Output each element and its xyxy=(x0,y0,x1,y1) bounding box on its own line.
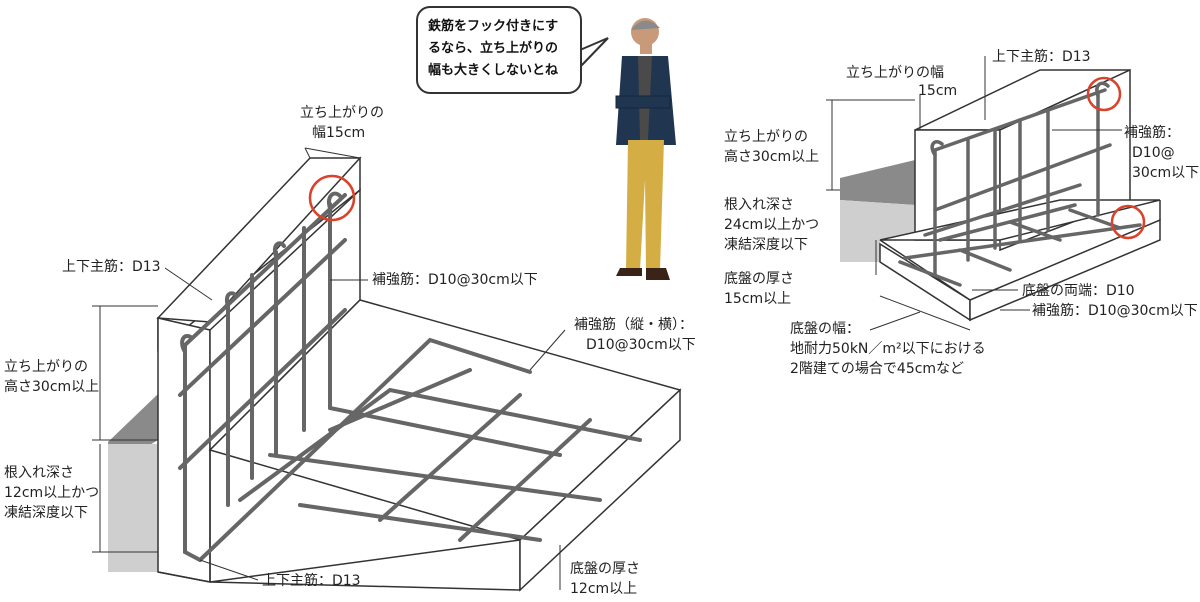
left-rise-height-1: 立ち上がりの xyxy=(4,359,88,375)
left-rebar-slab xyxy=(378,393,522,522)
left-embed-3: 凍結深度以下 xyxy=(4,505,88,521)
left-main-bar-top-label: 上下主筋：D13 xyxy=(62,259,161,275)
left-rebar-hook xyxy=(225,291,238,308)
left-rebar-slab xyxy=(328,406,562,457)
right-rebar-top xyxy=(933,88,1107,152)
left-leaders xyxy=(92,147,566,590)
right-embed-2: 24cm以上かつ xyxy=(724,217,820,233)
right-embed-3: 凍結深度以下 xyxy=(724,237,808,253)
left-highlight-circle xyxy=(308,174,356,222)
right-rebar-slab xyxy=(958,248,1012,272)
left-rebar-slab xyxy=(458,418,592,542)
right-reinf-1: 補強筋： xyxy=(1124,125,1180,141)
right-rebar-low xyxy=(923,183,1082,237)
speech-line-2: るなら、立ち上がりの xyxy=(428,41,559,56)
person-figure xyxy=(615,18,676,280)
right-reinf-2: D10@ xyxy=(1132,145,1175,161)
right-slab-thickness-2: 15cm以上 xyxy=(724,291,792,307)
left-rebar-slab xyxy=(238,387,642,502)
right-width-value: 15cm xyxy=(918,83,958,99)
right-rebar-slab xyxy=(898,260,962,287)
left-rebar-hook xyxy=(180,333,194,354)
speech-line-3: 幅も大きくしないとね xyxy=(428,63,559,78)
left-rebar-wall-mid2 xyxy=(178,308,347,470)
left-slab-thickness-1: 底盤の厚さ xyxy=(570,561,640,577)
left-rebar-slab xyxy=(298,503,542,542)
right-rebar-slab xyxy=(1008,220,1062,242)
right-rebar-mid xyxy=(933,143,1112,212)
right-rise-height-2: 高さ30cm以上 xyxy=(724,149,820,165)
left-main-bar-bottom-label: 上下主筋：D13 xyxy=(262,573,361,589)
speech-bubble: 鉄筋をフック付きにす るなら、立ち上がりの 幅も大きくしないとね xyxy=(416,6,582,94)
right-soil-gray xyxy=(840,200,915,262)
left-slab-front xyxy=(209,539,521,591)
right-soil-dark xyxy=(840,160,915,205)
right-reinf-3: 30cm以下 xyxy=(1132,165,1200,181)
right-reinf-bottom-label: 補強筋：D10@30cm以下 xyxy=(1032,303,1198,319)
right-rise-height-1: 立ち上がりの xyxy=(724,129,808,145)
right-rebar-slab xyxy=(903,223,1142,260)
left-rebar-hook xyxy=(273,241,286,258)
right-slab-face xyxy=(969,218,1161,322)
left-embed-2: 12cm以上かつ xyxy=(4,485,100,501)
right-rebar xyxy=(898,81,1142,287)
right-slab-width-1: 底盤の幅： xyxy=(790,321,860,337)
right-slab-thickness-1: 底盤の厚さ xyxy=(724,271,794,287)
left-rebar-hook xyxy=(327,191,342,210)
right-slab-width-2: 地耐力50kN／m²以下における xyxy=(790,341,986,357)
right-slab-width-3: 2階建ての場合で45cmなど xyxy=(790,361,965,377)
left-rebar-wall-mid xyxy=(178,238,347,397)
left-reinf-vertical-label: 補強筋：D10@30cm以下 xyxy=(372,272,538,288)
left-width-title: 立ち上がりの xyxy=(300,105,384,121)
left-rebar-slab xyxy=(198,337,532,562)
right-leaders xyxy=(826,56,1122,331)
right-width-title: 立ち上がりの幅 xyxy=(846,65,944,81)
right-rebar-hook xyxy=(1095,81,1110,98)
left-rebar-vertical xyxy=(183,343,202,562)
left-rebar xyxy=(178,191,642,562)
right-rebar-hook xyxy=(930,140,944,157)
left-rebar-slab xyxy=(268,453,602,502)
left-reinf-grid-label-1: 補強筋（縦・横）： xyxy=(574,317,693,333)
left-slab-thickness-2: 12cm以上 xyxy=(570,581,638,597)
left-width-value: 幅15cm xyxy=(312,125,366,141)
left-embed-1: 根入れ深さ xyxy=(4,465,74,481)
left-rebar-wall-top xyxy=(183,193,347,347)
left-rebar-slab xyxy=(328,368,472,432)
right-highlight-circle-bottom xyxy=(1110,204,1146,240)
right-embed-1: 根入れ深さ xyxy=(724,197,794,213)
right-slab-ends-label: 底盤の両端：D10 xyxy=(1022,283,1135,299)
right-main-bar-label: 上下主筋：D13 xyxy=(992,49,1091,65)
right-rebar-slab xyxy=(938,203,1077,242)
right-highlight-circle-top xyxy=(1086,76,1122,112)
left-reinf-grid-label-2: D10@30cm以下 xyxy=(586,337,696,353)
left-rise-height-2: 高さ30cm以上 xyxy=(4,379,100,395)
speech-bubble-tail xyxy=(579,37,609,67)
left-soil-gray xyxy=(108,444,158,572)
speech-line-1: 鉄筋をフック付きにす xyxy=(428,19,559,34)
